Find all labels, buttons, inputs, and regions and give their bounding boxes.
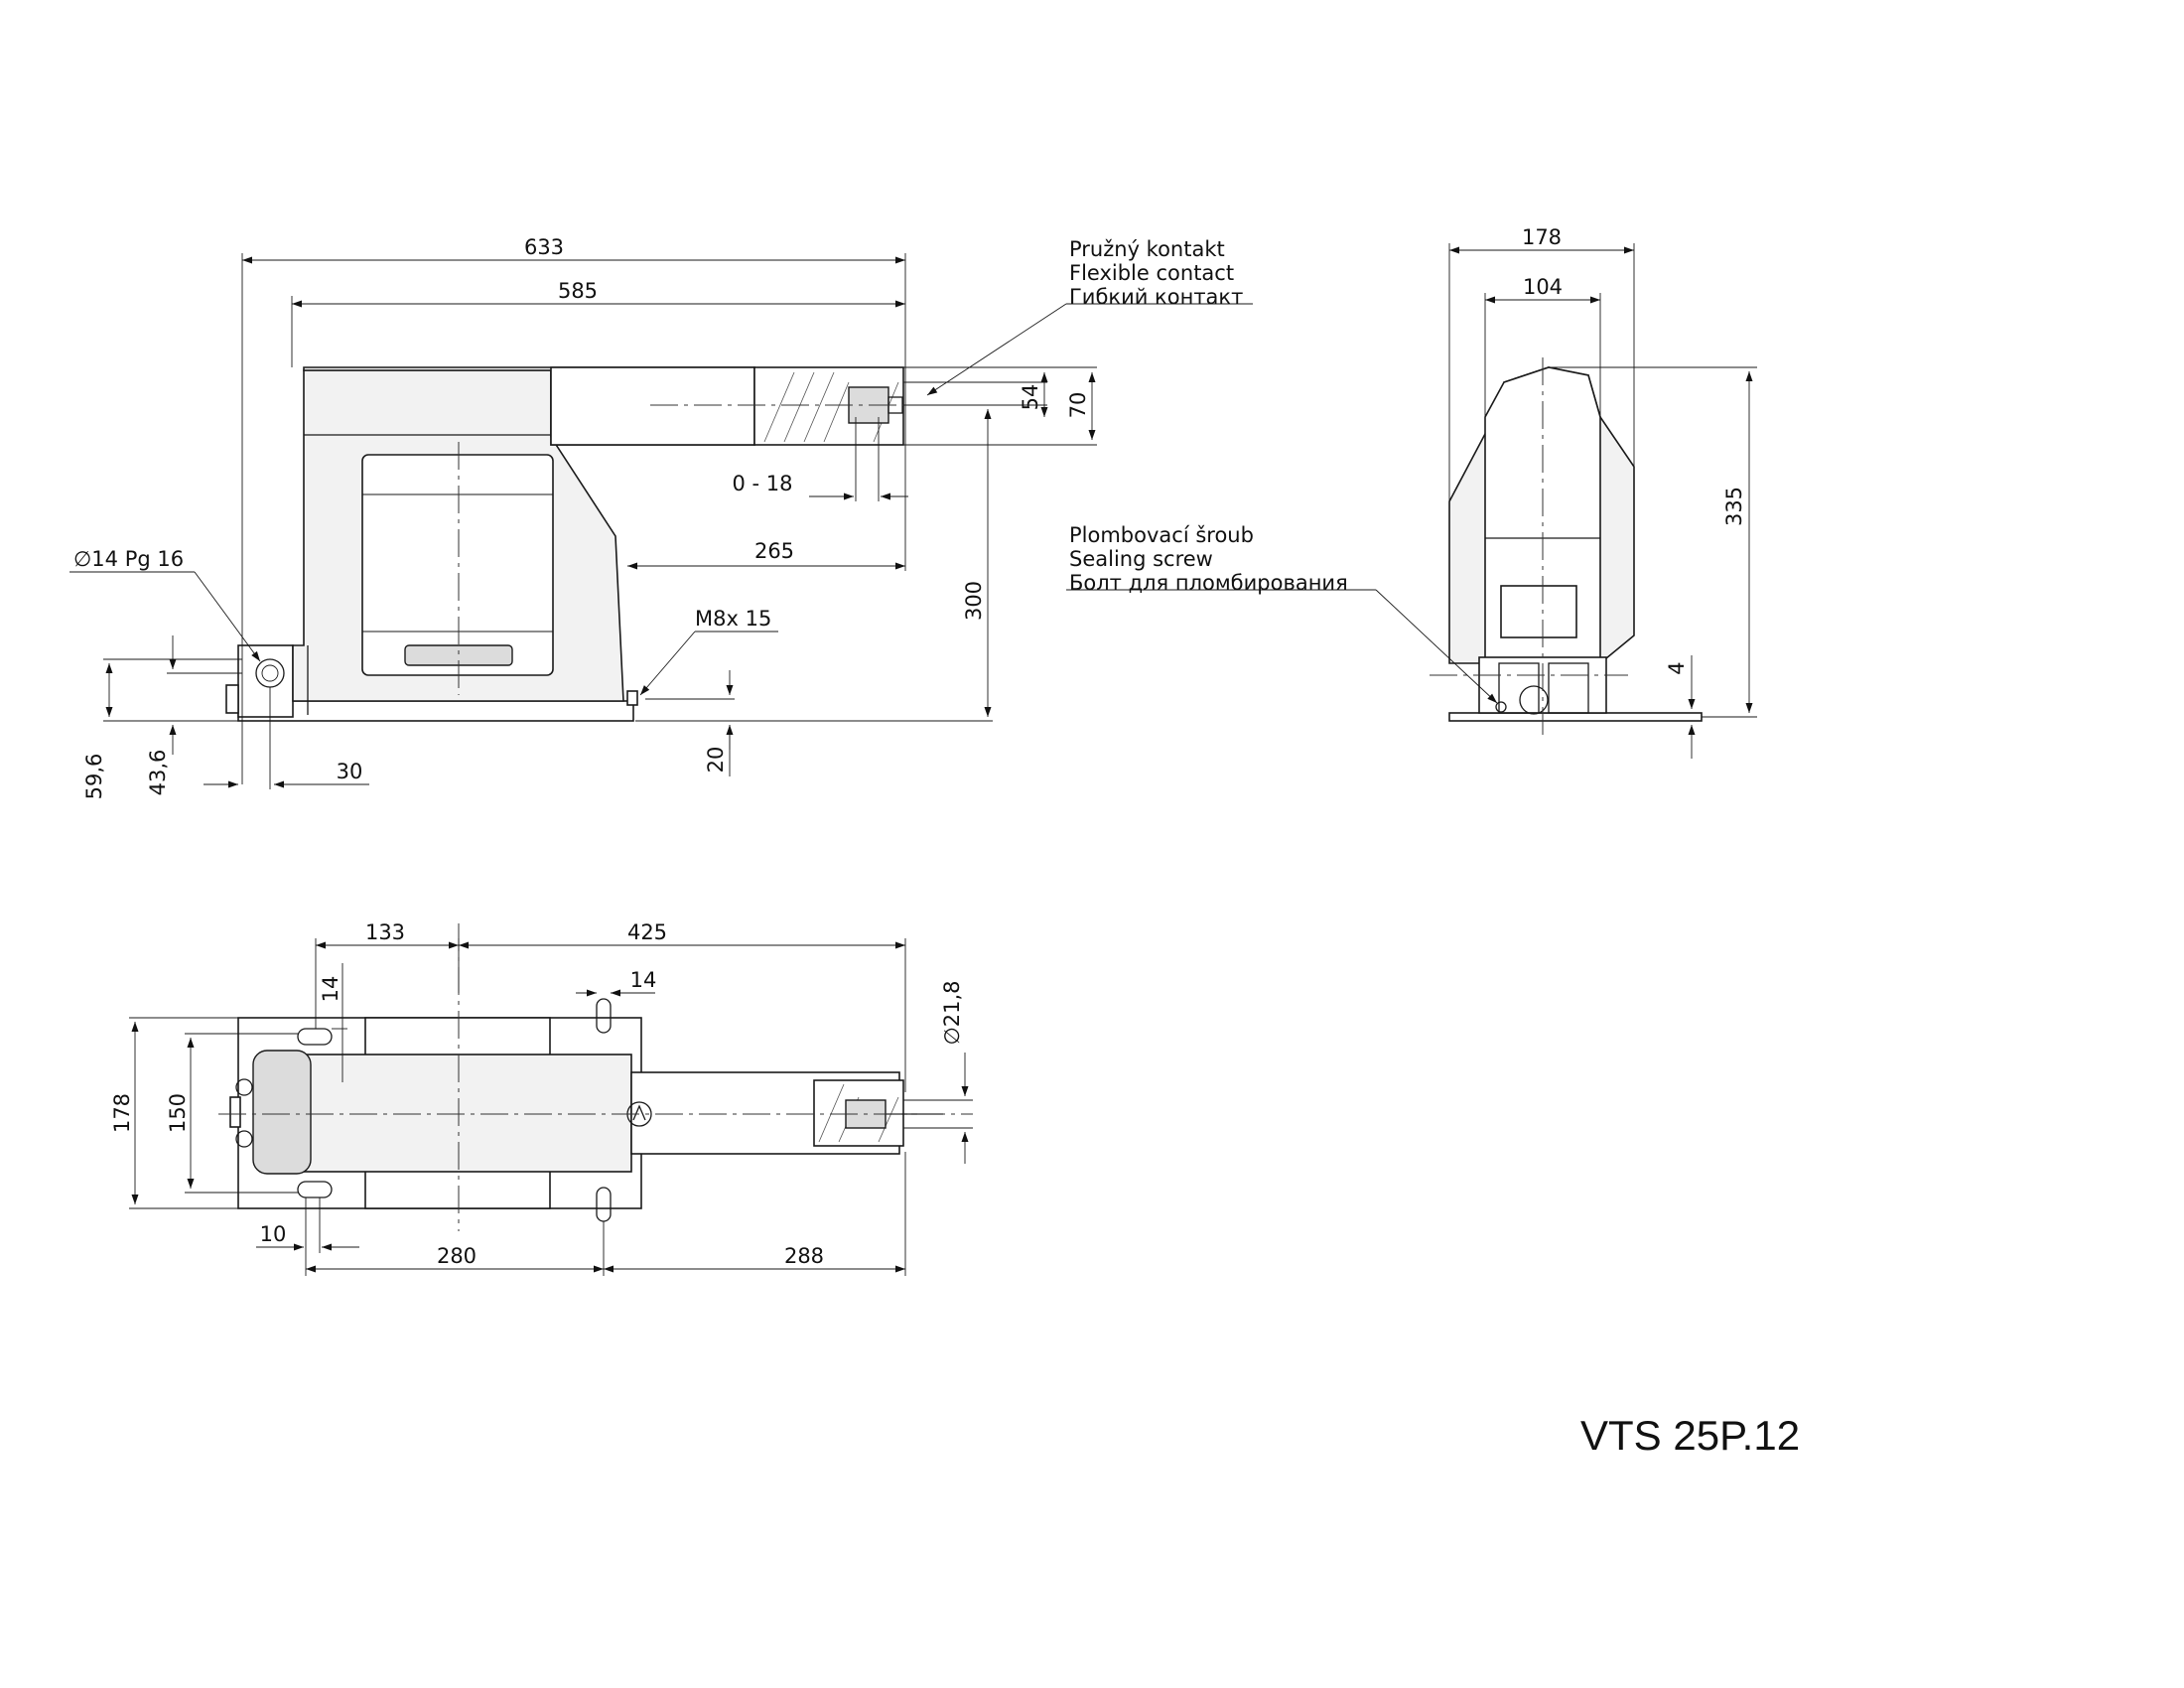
dim-265: 265	[754, 539, 794, 563]
end-label	[1500, 585, 1577, 638]
dim-overall-length: 633	[524, 235, 564, 259]
terminal-box	[237, 644, 294, 718]
dim-contact-70: 70	[1066, 392, 1090, 419]
base-plate	[237, 700, 634, 722]
end-view-dimensions: 178 104 335 4	[1066, 225, 1757, 759]
top-core-lower	[364, 1168, 551, 1209]
dim-133: 133	[365, 920, 405, 944]
top-housing	[303, 1054, 632, 1173]
dim-contact-travel: 0 - 18	[732, 472, 792, 495]
dim-288: 288	[784, 1244, 824, 1268]
end-cable-gland-icon	[1519, 685, 1549, 715]
section-hatching	[763, 371, 899, 443]
side-view-dimensions: 633 585 54 70 0 - 18 265 300	[69, 235, 1253, 799]
svg-text:Болт для пломбирования: Болт для пломбирования	[1069, 571, 1348, 595]
dim-end-inner: 104	[1523, 275, 1563, 299]
dim-contact-54: 54	[1019, 384, 1042, 411]
top-screw-upper-icon	[235, 1078, 253, 1096]
dim-280: 280	[437, 1244, 477, 1268]
svg-text:Plombovací šroub: Plombovací šroub	[1069, 523, 1254, 547]
end-view: 178 104 335 4 Plombovací šroub Sealing s…	[1066, 225, 1757, 759]
earth-bolt-icon	[626, 690, 638, 706]
end-base-plate	[1448, 712, 1703, 722]
top-core-upper	[364, 1017, 551, 1058]
dim-10: 10	[260, 1222, 287, 1246]
svg-text:Sealing screw: Sealing screw	[1069, 547, 1213, 571]
dim-gland-30: 30	[337, 760, 363, 783]
mounting-slot-tl	[297, 1028, 333, 1046]
core-window	[361, 454, 554, 676]
top-view: 133 425 14 14 ∅21,8 178 150	[110, 920, 973, 1276]
top-screw-lower-icon	[235, 1130, 253, 1148]
dim-base-20: 20	[704, 747, 728, 774]
dim-gland-43-6: 43,6	[146, 750, 170, 796]
top-terminal-cap	[252, 1050, 312, 1175]
svg-text:Pružný kontakt: Pružný kontakt	[1069, 237, 1225, 261]
svg-text:Гибкий контакт: Гибкий контакт	[1069, 285, 1243, 309]
dim-end-height: 335	[1722, 487, 1746, 526]
mounting-slot-tr	[596, 998, 612, 1034]
mounting-slot-bl	[297, 1181, 333, 1198]
dim-slot-14-right: 14	[630, 968, 657, 992]
sealing-screw-callout: Plombovací šroub Sealing screw Болт для …	[1069, 523, 1348, 595]
flexible-contact-callout: Pružný kontakt Flexible contact Гибкий к…	[1069, 237, 1243, 309]
drawing-title: VTS 25P.12	[1580, 1412, 1800, 1459]
dim-top-178: 178	[110, 1093, 134, 1133]
top-contact-section	[813, 1079, 904, 1147]
sealing-screw-icon	[1495, 701, 1507, 713]
dim-gland-59-6: 59,6	[82, 754, 106, 800]
dim-diameter: ∅21,8	[940, 980, 964, 1045]
dim-425: 425	[627, 920, 667, 944]
dim-end-width: 178	[1522, 225, 1562, 249]
bolt-callout: M8x 15	[695, 607, 771, 631]
dim-end-base: 4	[1665, 661, 1689, 674]
gland-callout: ∅14 Pg 16	[73, 547, 184, 571]
svg-text:Flexible contact: Flexible contact	[1069, 261, 1234, 285]
side-view: 633 585 54 70 0 - 18 265 300	[69, 235, 1253, 799]
dim-top-150: 150	[166, 1093, 190, 1133]
dim-slot-14-left: 14	[319, 976, 342, 1003]
dim-total-height: 300	[962, 581, 986, 621]
top-view-dimensions: 133 425 14 14 ∅21,8 178 150	[110, 920, 973, 1276]
dim-body-length: 585	[558, 279, 598, 303]
